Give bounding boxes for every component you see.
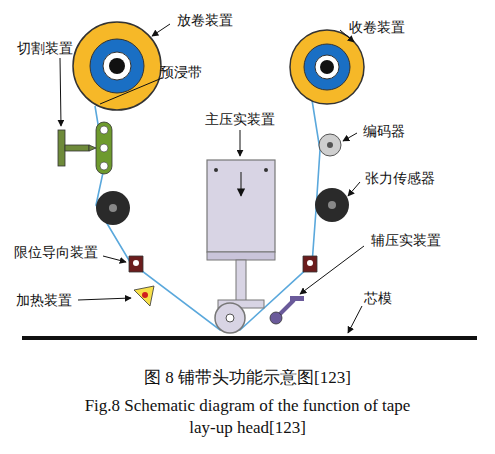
aux-compaction <box>270 296 304 324</box>
cutter <box>58 130 96 166</box>
callout-label: 放卷装置 <box>177 12 233 29</box>
tension-sensor <box>315 188 349 222</box>
limit-guide <box>129 256 143 272</box>
leader-lines <box>60 24 364 333</box>
callout-label: 收卷装置 <box>349 19 405 36</box>
callout-label: 切割装置 <box>17 40 73 57</box>
callout-label: 编码器 <box>363 123 405 140</box>
guide-link <box>96 122 112 174</box>
take-up-reel <box>290 30 364 104</box>
callout-label: 主压实装置 <box>205 111 275 128</box>
limit-guide <box>303 256 317 272</box>
callout-label: 加热装置 <box>16 292 72 309</box>
supply-reel <box>73 22 161 110</box>
callout-label: 预浸带 <box>160 64 202 81</box>
figure-caption: 图 8 铺带头功能示意图[123] <box>0 367 495 389</box>
heater <box>134 286 154 306</box>
callout-label: 张力传感器 <box>365 170 435 187</box>
mandrel <box>22 336 477 340</box>
main-compaction <box>207 160 275 333</box>
callout-label: 辅压实装置 <box>371 232 441 249</box>
encoder <box>319 134 341 156</box>
callout-label: 芯模 <box>364 290 392 307</box>
prepreg-tape <box>95 100 320 330</box>
guide-roller <box>96 191 130 225</box>
callout-label: 限位导向装置 <box>14 244 98 261</box>
figure-caption-english: Fig.8 Schematic diagram of the function … <box>75 395 420 439</box>
